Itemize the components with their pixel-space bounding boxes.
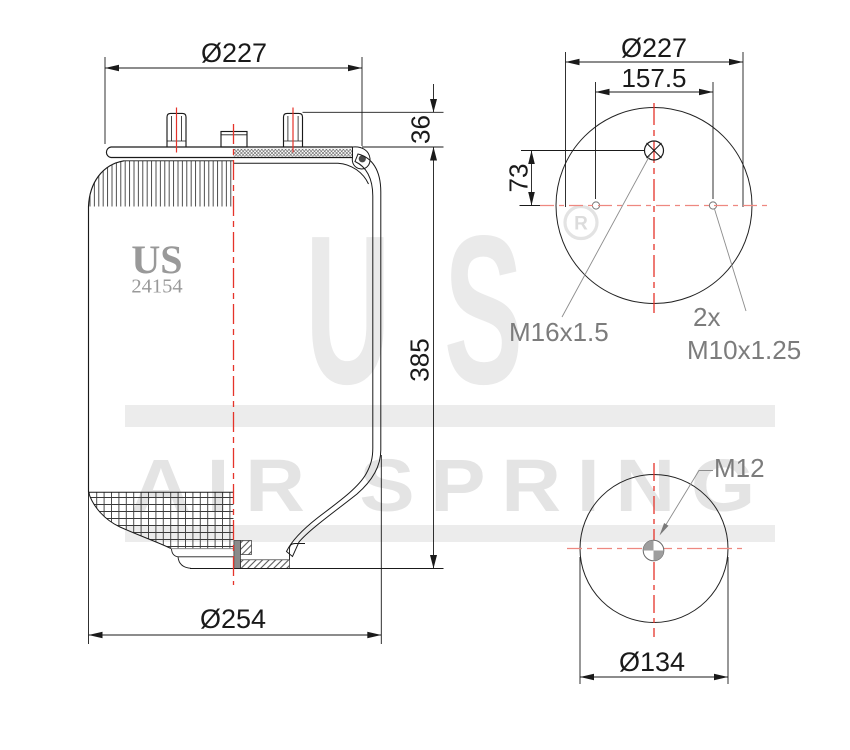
watermark-band-top <box>125 405 775 427</box>
registered-trademark-letter: R <box>574 214 588 235</box>
watermark-brand-text: US <box>305 192 576 429</box>
top-plate-outline <box>105 146 353 159</box>
dimension-top-stud-spacing: 157.5 <box>595 63 714 199</box>
dimension-top-outer-diameter: Ø227 <box>565 33 744 207</box>
bottom-center-thread-mark <box>642 539 665 562</box>
dim-top-stud-spacing-label: 157.5 <box>621 63 686 93</box>
side-view: Ø227 <box>87 38 444 644</box>
leader-bottom-thread-arrow <box>659 523 669 536</box>
leader-stud-thread <box>714 208 747 312</box>
dimension-bottom-diameter: Ø134 <box>579 557 729 684</box>
piston-bottom-section <box>233 540 305 569</box>
registered-trademark-icon <box>563 204 599 241</box>
watermark: US R AIR SPRING <box>125 192 775 542</box>
part-brand-label: US <box>131 237 182 282</box>
top-plate-edge-curl <box>351 146 371 170</box>
rolling-lobe <box>88 491 234 550</box>
bottom-view: M12 Ø134 <box>567 453 765 684</box>
label-center-thread: M16x1.5 <box>509 317 609 347</box>
bellows-wall-section <box>233 153 382 558</box>
piston-foot <box>171 548 234 569</box>
watermark-band-text: AIR SPRING <box>131 444 771 527</box>
mounting-stud-left <box>166 107 187 153</box>
dimension-top-center-offset: 73 <box>504 150 645 206</box>
dim-side-top-diameter-label: Ø227 <box>201 38 267 68</box>
dim-total-height-label: 385 <box>405 338 435 381</box>
dim-top-outer-diameter-label: Ø227 <box>621 33 687 63</box>
center-thread-mark <box>643 103 665 313</box>
dimension-side-top-diameter: Ø227 <box>104 38 363 146</box>
dim-side-bottom-diameter-label: Ø254 <box>200 604 266 634</box>
dimension-side-bottom-diameter: Ø254 <box>88 455 382 644</box>
top-view: Ø227 157.5 73 <box>504 33 802 365</box>
top-plate-section-hatch <box>233 148 352 157</box>
label-stud-count: 2x <box>693 302 720 332</box>
part-number-label: 24154 <box>131 276 182 298</box>
dimension-side-heights: 36 385 <box>302 84 444 569</box>
watermark-band-bottom <box>125 525 775 542</box>
label-bottom-thread: M12 <box>714 453 765 483</box>
dim-stud-height-label: 36 <box>406 115 436 144</box>
leader-bottom-thread <box>661 470 713 533</box>
bellows-crimp <box>87 160 234 207</box>
leader-center-thread <box>561 155 650 318</box>
mounting-stud-right <box>282 107 304 153</box>
label-stud-thread: M10x1.25 <box>687 335 801 365</box>
dim-top-center-offset-label: 73 <box>504 164 534 193</box>
dim-bottom-diameter-label: Ø134 <box>619 647 685 677</box>
bead-wire-section <box>358 155 366 163</box>
